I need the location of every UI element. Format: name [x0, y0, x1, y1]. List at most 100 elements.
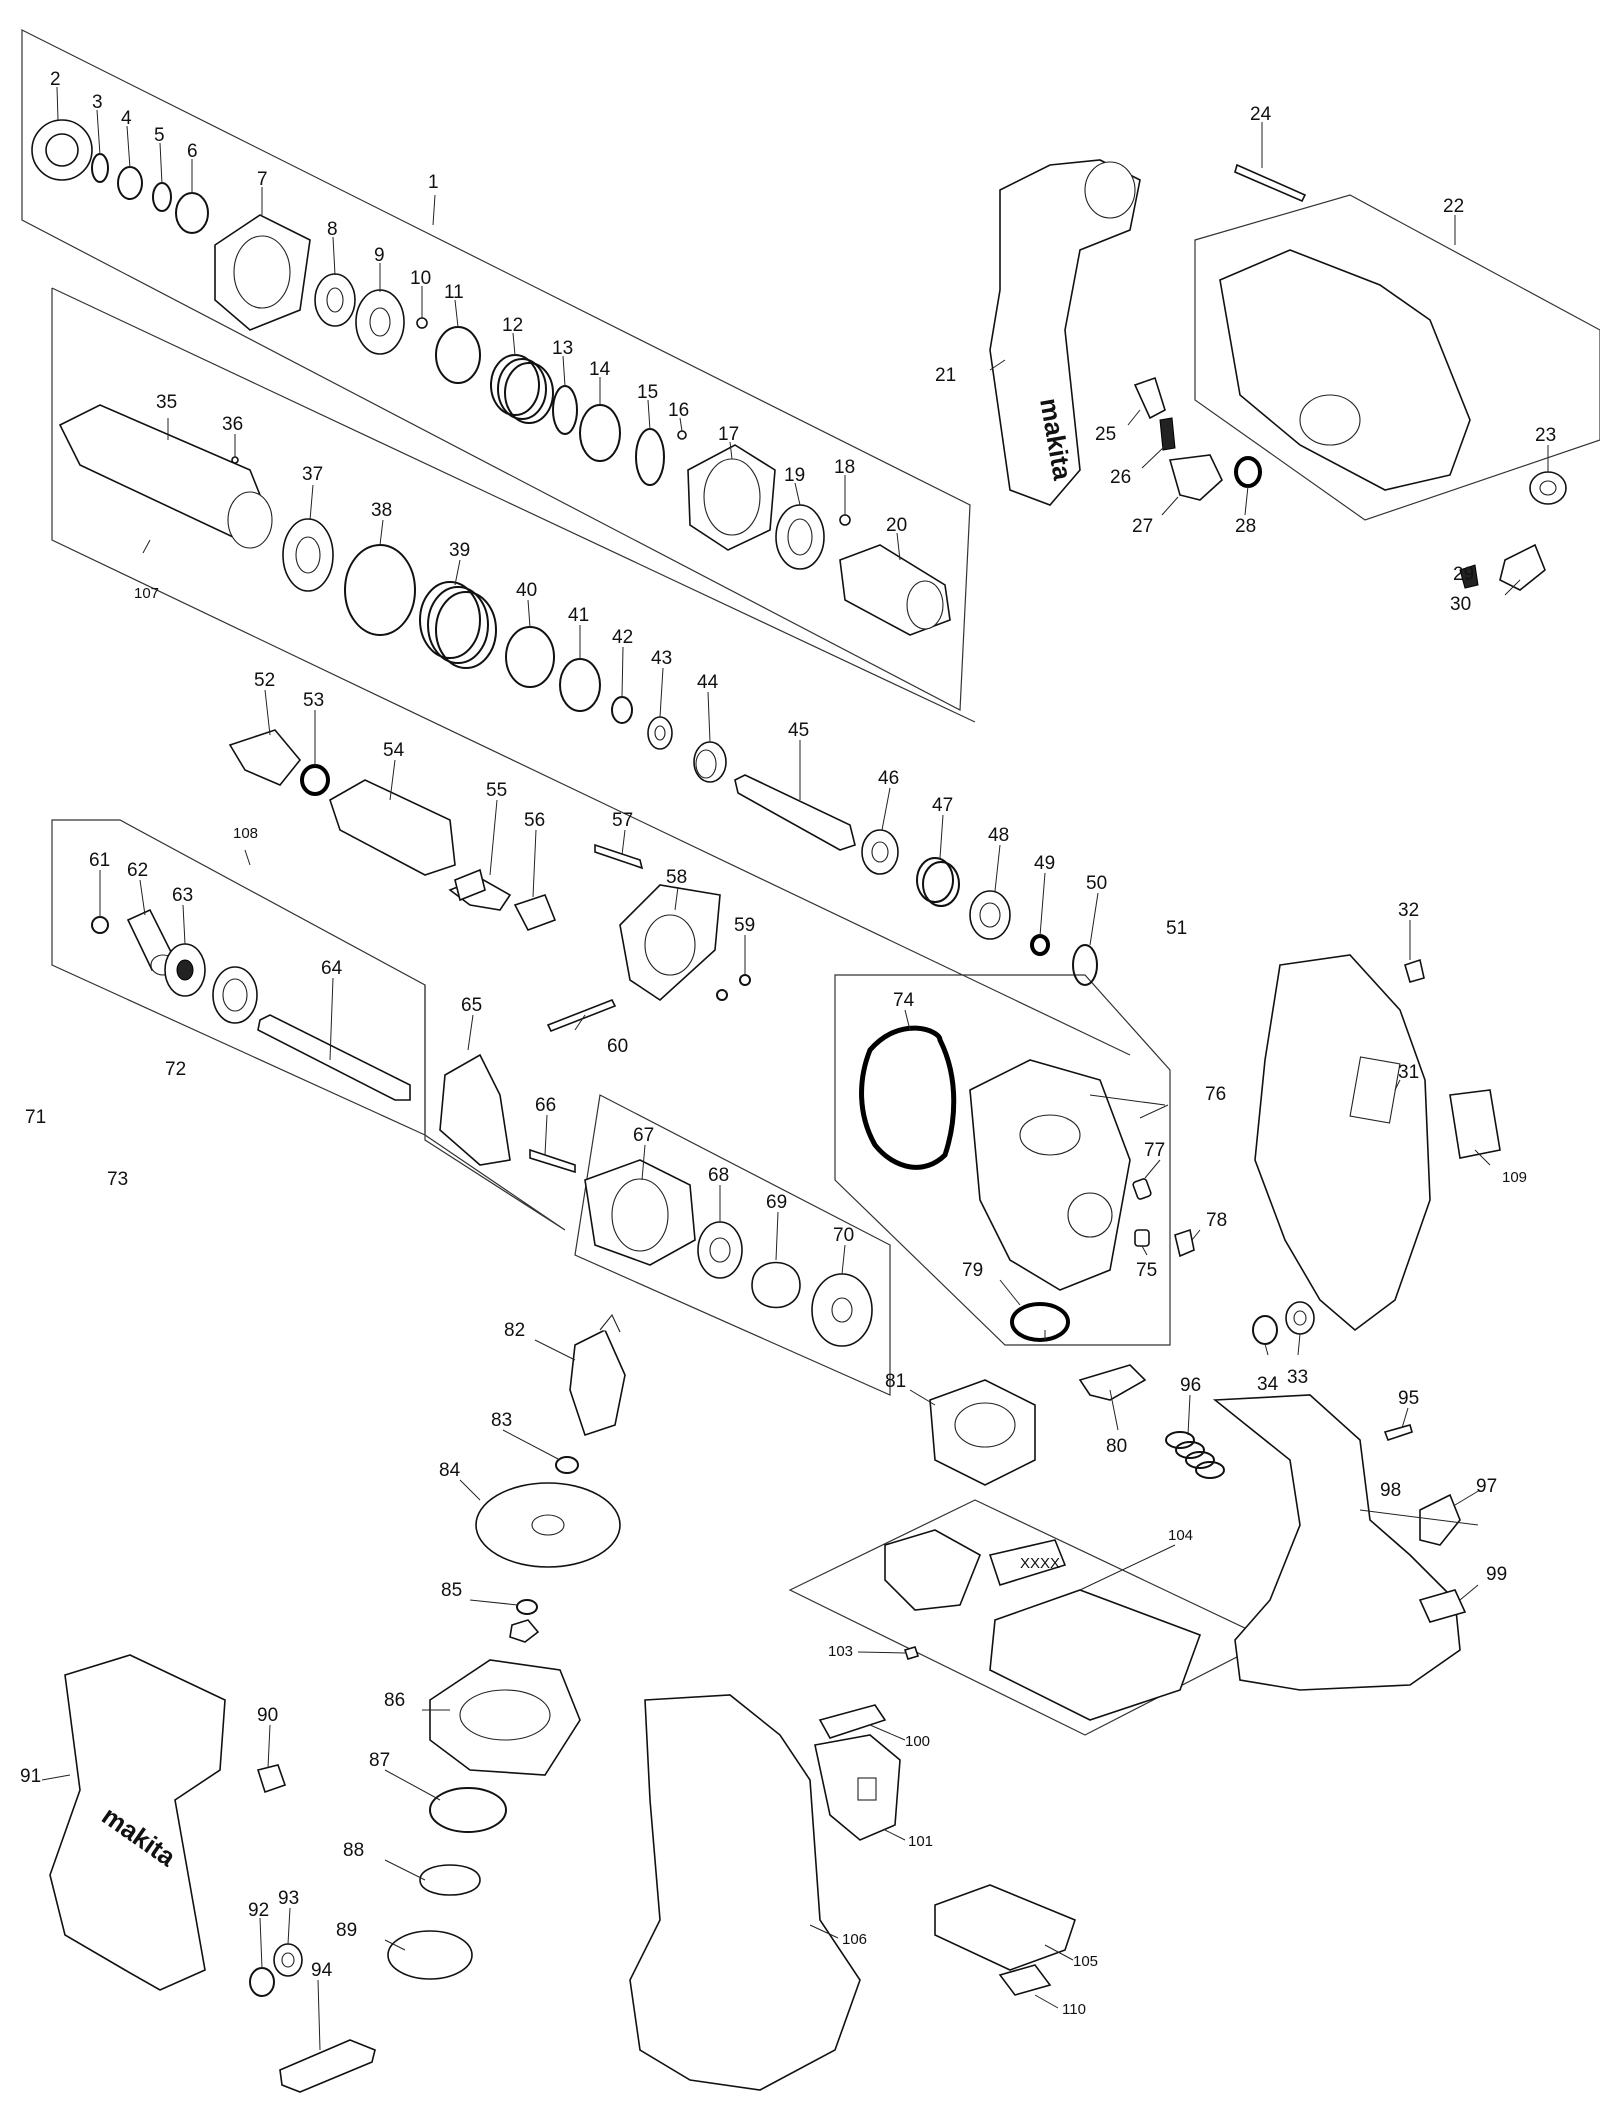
- part-48-sleeve: [969, 890, 1011, 940]
- group-outline-65: [424, 985, 566, 1231]
- callout-8: 8: [327, 219, 338, 240]
- callout-33: 33: [1287, 1367, 1308, 1388]
- callout-12: 12: [502, 315, 523, 336]
- callout-80: 80: [1106, 1436, 1127, 1457]
- callout-97: 97: [1476, 1476, 1497, 1497]
- part-98-handle-housing: [1212, 1394, 1461, 1691]
- part-100-cover: [818, 1704, 887, 1739]
- callout-51: 51: [1166, 918, 1187, 939]
- callout-41: 41: [568, 605, 589, 626]
- callout-11: 11: [444, 282, 464, 303]
- callout-17: 17: [718, 424, 739, 445]
- part-67-clutch: [584, 1159, 696, 1266]
- part-86-baffle: [429, 1659, 581, 1776]
- part-27-lever: [1168, 454, 1223, 501]
- callout-85: 85: [441, 1580, 462, 1601]
- part-59-washers: [716, 974, 751, 1001]
- part-57-screw: [594, 843, 644, 870]
- part-94-hook: [279, 2039, 376, 2093]
- part-38-flat-washer: [344, 544, 416, 636]
- part-68-bearing: [697, 1221, 743, 1279]
- part-56-pin: [513, 894, 557, 931]
- part-85b-nut: [509, 1619, 540, 1643]
- part-30-plate: [1499, 543, 1546, 591]
- callout-4: 4: [121, 108, 132, 129]
- callout-46: 46: [878, 768, 899, 789]
- callout-87: 87: [369, 1750, 390, 1771]
- callout-100: 100: [905, 1733, 930, 1750]
- group-outline-67: [574, 1094, 891, 1396]
- part-44-sleeve: [693, 741, 727, 783]
- part-81-stator: [929, 1379, 1036, 1486]
- callout-70: 70: [833, 1225, 854, 1246]
- callout-48: 48: [988, 825, 1009, 846]
- part-32-screw: [1404, 958, 1425, 983]
- part-106-housing-right: [629, 1694, 861, 2091]
- part-76-gear-housing: [969, 1059, 1131, 1291]
- part-103-screw: [903, 1646, 920, 1660]
- callout-9: 9: [374, 245, 385, 266]
- part-18-steel-ball: [839, 514, 851, 526]
- part-22-housing-cover: [1219, 249, 1471, 491]
- callout-18: 18: [834, 457, 855, 478]
- part-91-housing-left: makita: [49, 1654, 226, 1991]
- group-outline-22: [1194, 194, 1600, 521]
- callout-68: 68: [708, 1165, 729, 1186]
- callout-21: 21: [935, 365, 956, 386]
- part-11-ring: [435, 326, 481, 384]
- callout-99: 99: [1486, 1564, 1507, 1585]
- callout-2: 2: [50, 69, 61, 90]
- callout-105: 105: [1073, 1953, 1098, 1970]
- group-outline-76: [834, 974, 1171, 1346]
- callout-104: 104: [1168, 1527, 1193, 1544]
- part-41-ring: [559, 658, 601, 712]
- callout-23: 23: [1535, 425, 1556, 446]
- callout-26: 26: [1110, 467, 1131, 488]
- part-36-steel-ball: [231, 456, 239, 464]
- part-3-retaining-ring: [91, 153, 109, 183]
- callout-82: 82: [504, 1320, 525, 1341]
- callout-83: 83: [491, 1410, 512, 1431]
- part-82-rotor: [569, 1313, 626, 1437]
- callout-55: 55: [486, 780, 507, 801]
- part-75-pin: [1134, 1229, 1150, 1247]
- part-10-steel-ball: [416, 317, 428, 329]
- callout-43: 43: [651, 648, 672, 669]
- part-63-ball-bearing: [164, 943, 206, 997]
- callout-19: 19: [784, 465, 805, 486]
- part-46-impact-bolt: [861, 829, 899, 875]
- callout-90: 90: [257, 1705, 278, 1726]
- callout-107: 107: [134, 585, 159, 602]
- callout-64: 64: [321, 958, 343, 979]
- callout-37: 37: [302, 464, 323, 485]
- callout-79: 79: [962, 1260, 983, 1281]
- part-34-flat-washer: [1252, 1315, 1278, 1345]
- part-50-ring-spring: [1072, 944, 1098, 986]
- callout-92: 92: [248, 1900, 269, 1921]
- part-52-piston: [228, 729, 302, 786]
- callout-58: 58: [666, 867, 687, 888]
- part-2-bearing-cap: [31, 119, 93, 181]
- callout-106: 106: [842, 1931, 867, 1948]
- callout-108: 108: [233, 825, 258, 842]
- callout-94: 94: [311, 1960, 333, 1981]
- callout-109: 109: [1502, 1169, 1527, 1186]
- part-17-change-ring: [687, 444, 776, 551]
- part-54-cylinder: [329, 779, 456, 876]
- part-63b-gear: [212, 966, 258, 1024]
- part-92-washer: [249, 1967, 275, 1997]
- group-outline-1: [21, 29, 971, 711]
- callout-5: 5: [154, 125, 165, 146]
- part-104-controller-assy: XXXX: [884, 1529, 1202, 1721]
- callout-73: 73: [107, 1169, 128, 1190]
- part-6-flat-washer: [175, 192, 209, 234]
- part-90-plug: [256, 1764, 287, 1794]
- callout-53: 53: [303, 690, 324, 711]
- part-77-pin: [1132, 1178, 1152, 1200]
- callout-57: 57: [612, 810, 633, 831]
- part-12-compression-spring: [490, 354, 554, 424]
- part-69-plate: [751, 1261, 801, 1309]
- callout-71: 71: [25, 1107, 46, 1128]
- callout-93: 93: [278, 1888, 299, 1909]
- part-109-label: [1449, 1089, 1501, 1159]
